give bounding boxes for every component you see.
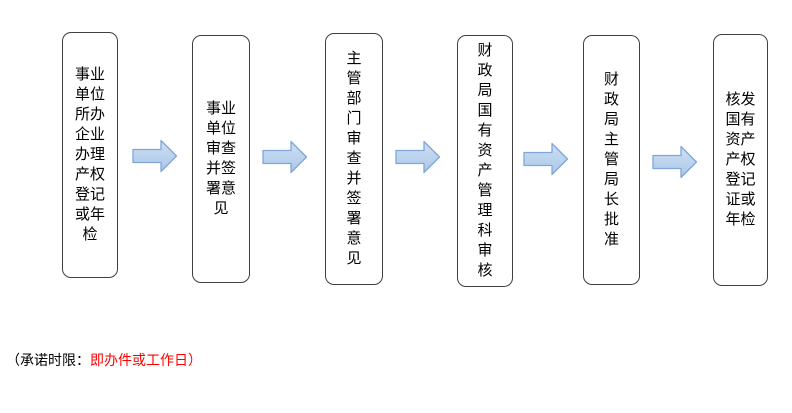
flow-step-2-label: 事业单位审查并签署意见 (205, 101, 236, 217)
flow-step-1-label: 事业单位所办企业办理产权登记或年检 (74, 67, 105, 243)
flow-step-3-label: 主管部门审查并签署意见 (346, 51, 362, 267)
flow-step-6: 核发国有资产产权登记证或年检 (713, 34, 768, 286)
flow-step-5-label: 财政局主管局长批准 (603, 72, 619, 248)
note-highlight: 即办件或工作日） (90, 354, 202, 369)
flow-step-4-label: 财政局国有资产管理科审核 (477, 43, 493, 279)
flow-step-3: 主管部门审查并签署意见 (325, 33, 383, 285)
arrow-right-icon (395, 140, 441, 174)
commitment-note: （承诺时限：即办件或工作日） (6, 353, 202, 371)
arrow-right-icon (652, 145, 698, 179)
note-prefix: （承诺时限： (6, 354, 90, 369)
flow-step-2: 事业单位审查并签署意见 (192, 35, 250, 283)
flow-step-1: 事业单位所办企业办理产权登记或年检 (62, 32, 118, 278)
arrow-right-icon (132, 139, 178, 173)
arrow-right-icon (262, 140, 308, 174)
flow-step-5: 财政局主管局长批准 (583, 35, 640, 285)
flow-step-6-label: 核发国有资产产权登记证或年检 (725, 92, 756, 228)
flow-step-4: 财政局国有资产管理科审核 (457, 35, 513, 287)
arrow-right-icon (523, 142, 569, 176)
